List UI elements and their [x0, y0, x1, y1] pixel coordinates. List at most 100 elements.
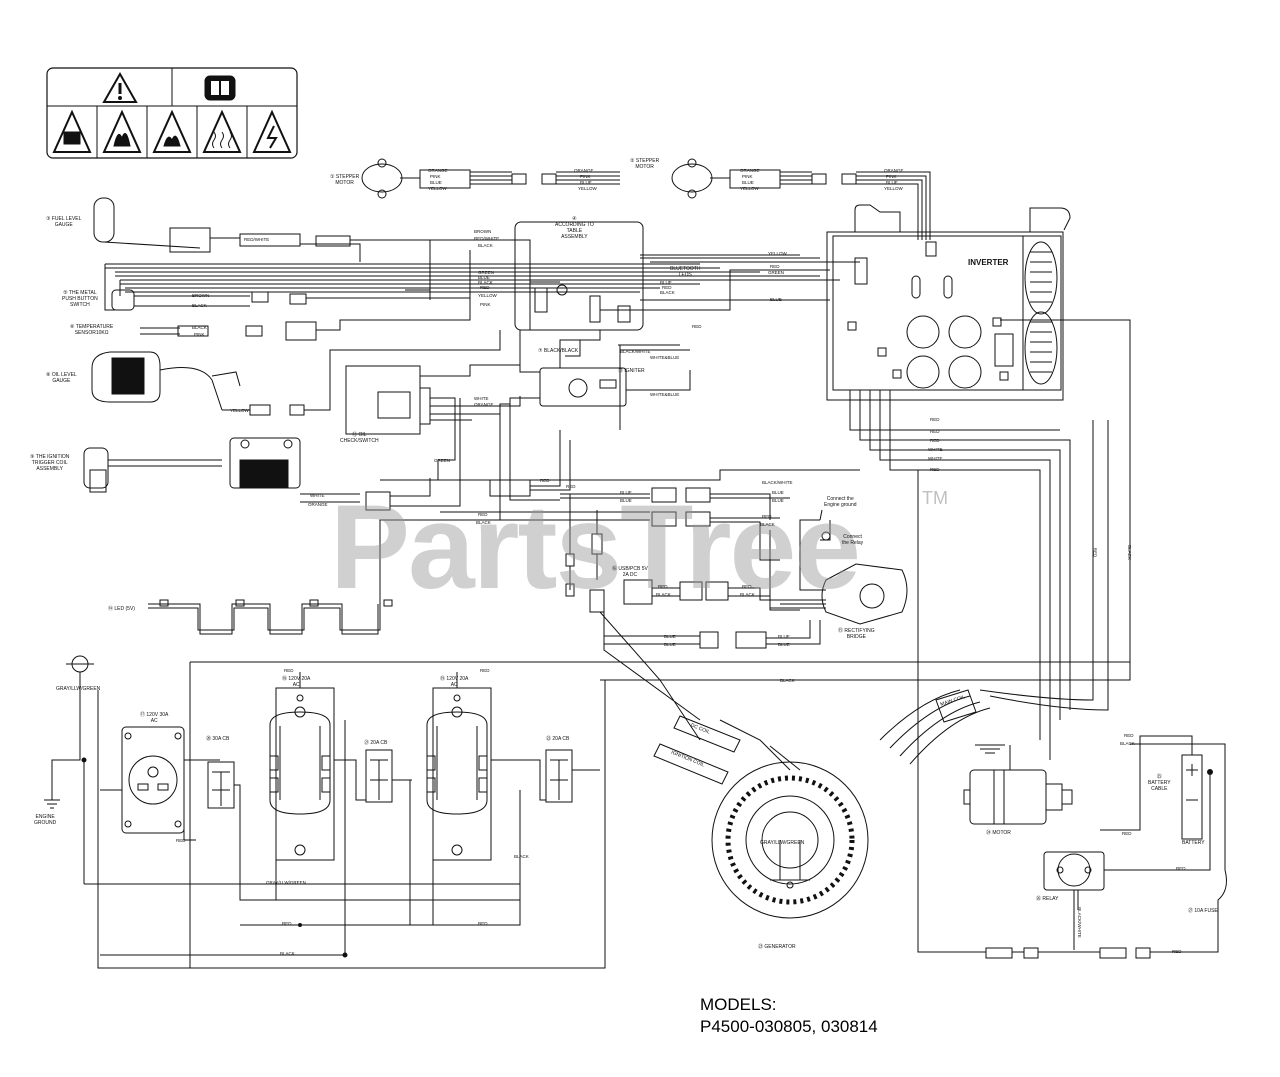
wire-label-pink-1: PINK: [430, 174, 441, 179]
starter-motor: [963, 744, 1073, 825]
wire-label-blue-12: BLUE: [664, 634, 676, 639]
wire-label-red-5: RED: [930, 417, 940, 422]
wire-label-orange-5: ORANGE: [474, 402, 494, 407]
wire-label-black-9: BLACK: [740, 592, 755, 597]
wire-label-blue-11: BLUE: [772, 498, 784, 503]
wire-label-green-3: GREEN: [434, 458, 451, 463]
wire-label-blue-14: BLUE: [778, 634, 790, 639]
wire-label-yellow-7: YELLOW: [768, 251, 787, 256]
battery-cable: [1100, 743, 1227, 930]
label-outlet-20a-1: ⑱ 120V 20A AC: [282, 676, 311, 688]
oil-level-gauge: [91, 330, 501, 416]
label-blackblack: ⑦ BLACK/BLACK: [538, 348, 579, 354]
wire-label-blue-2: BLUE: [580, 180, 592, 185]
relay: [1043, 772, 1211, 950]
label-ignition-coil: ⑨ THE IGNITION TRIGGER COIL ASSEMBLY: [30, 454, 70, 472]
fuse-10a: [917, 470, 1219, 959]
label-engine-ground: ENGINE GROUND: [34, 814, 57, 826]
wire-label-blue-8: BLUE: [620, 490, 632, 495]
wire-label-orange-3: ORANGE: [740, 168, 760, 173]
label-led-5v: ⑭ LED (5V): [108, 606, 135, 612]
wire-label-red-20: RED: [1176, 866, 1186, 871]
label-battery-cable: ㉕ BATTERY CABLE: [1148, 774, 1171, 792]
label-rectifying-bridge: ⑮ RECTIFYING BRIDGE: [838, 628, 875, 640]
wire-label-red-12: RED: [762, 514, 772, 519]
wire-label-white-3: WHITE: [928, 456, 943, 461]
wire-label-red-6: RED: [930, 429, 940, 434]
wire-label-yellow-2: YELLOW: [578, 186, 597, 191]
wire-label-blue-10: BLUE: [772, 490, 784, 495]
wire-label-blue-6: BLUE: [770, 297, 782, 302]
wire-label-redwhite-1: RED/WHITE: [474, 236, 500, 241]
wire-label-red-8: RED: [930, 467, 940, 472]
models-numbers: P4500-030805, 030814: [700, 1017, 878, 1036]
label-oil-check-switch: ⑫ OIL CHECK/SWITCH: [340, 432, 379, 444]
temperature-sensor: [140, 250, 471, 341]
wire-label-pink-4: PINK: [886, 174, 897, 179]
wire-label-black-5: BLACK: [660, 290, 675, 295]
wire-label-red-3: RED: [662, 285, 672, 290]
inverter-module: [826, 204, 1071, 401]
label-outlet-30a: ⑰ 120V 30A AC: [140, 712, 169, 724]
trademark-symbol: TM: [922, 488, 948, 508]
outlet-120v-20a-2: [409, 672, 492, 926]
warning-label-panel: [46, 67, 298, 159]
wire-label-red-14: RED: [742, 584, 752, 589]
wire-label-yellow-6: YELLOW: [230, 408, 249, 413]
wire-label-orange-2: ORANGE: [574, 168, 594, 173]
generator-stator: [711, 719, 869, 919]
label-push-button-switch: ⑤ THE METAL PUSH BUTTON SWITCH: [62, 290, 98, 308]
cb-20a-1: [334, 749, 412, 803]
wire-label-orange-1: ORANGE: [428, 168, 448, 173]
wire-label-blue-13: BLUE: [664, 642, 676, 647]
wire-label-green-2: GREEN: [768, 270, 785, 275]
label-connect-relay: Connect the Relay: [842, 534, 864, 546]
outlet-120v-20a-1: [240, 672, 335, 901]
wire-label-red-4: RED: [692, 324, 702, 329]
label-cb-20a-2: ㉒ 20A CB: [546, 736, 570, 742]
rectifying-bridge: [769, 509, 908, 625]
label-stepper-motor-2: ② STEPPER MOTOR: [630, 158, 660, 170]
wire-label-red-11: RED: [478, 512, 488, 517]
wire-label-blue-5: BLUE: [478, 275, 490, 280]
wire-label-blue-15: BLUE: [778, 642, 790, 647]
wire-label-red-13: RED: [658, 584, 668, 589]
label-temperature-sensor: ⑥ TEMPERATURE SENSOR10KΩ: [70, 324, 114, 336]
oil-check-switch-board: [345, 364, 521, 480]
wire-label-blackwhite-1: BLACK/WHITE: [620, 349, 651, 354]
wire-label-pink-6: PINK: [194, 332, 205, 337]
wire-label-red-18: RED: [1124, 733, 1134, 738]
wire-label-red-16: RED: [284, 668, 294, 673]
wire-label-black-3: BLACK: [192, 303, 207, 308]
wire-label-red-24: RED: [478, 921, 488, 926]
wire-label-redwhite-2: RED/WHITE: [244, 237, 270, 242]
wire-label-orange-6: ORANGE: [308, 502, 328, 507]
wire-label-red-9: RED: [540, 478, 550, 483]
wire-label-blackwhite-2: BLACK/WHITE: [762, 480, 793, 485]
wire-label-red-19: RED: [1122, 831, 1132, 836]
cb-30a: [207, 761, 520, 901]
wire-label-red-22: RED: [176, 838, 186, 843]
wire-label-black-11: BLACK: [780, 678, 795, 683]
wire-label-red-17: RED: [480, 668, 490, 673]
stepper-motor-1: [361, 158, 620, 199]
wire-label-white-2: WHITE: [928, 447, 943, 452]
blackblack-connector: [560, 339, 581, 357]
igniter: [499, 330, 691, 520]
wire-label-red-10: RED: [566, 484, 576, 489]
wire-label-blackwhite-3: BLACK/WHITE: [1076, 907, 1082, 938]
wire-label-whiteblue-2: WHITE&BLUE: [650, 392, 680, 397]
wire-label-green-1: GREEN: [478, 270, 495, 275]
wire-label-brown-1: BROWN: [474, 229, 492, 234]
wire-label-red-21: RED: [1172, 949, 1182, 954]
wire-label-black-8: BLACK: [656, 592, 671, 597]
wire-label-brown-2: BROWN: [192, 293, 210, 298]
label-igniter: ⑬ IGNITER: [618, 368, 645, 374]
ground-terminal: [44, 655, 94, 809]
wire-label-red-2: RED: [770, 264, 780, 269]
wire-label-red-7: RED: [930, 438, 940, 443]
wire-label-red-23: RED: [282, 921, 292, 926]
wire-label-pink-3: PINK: [742, 174, 753, 179]
outlet-120v-30a: [100, 726, 220, 841]
